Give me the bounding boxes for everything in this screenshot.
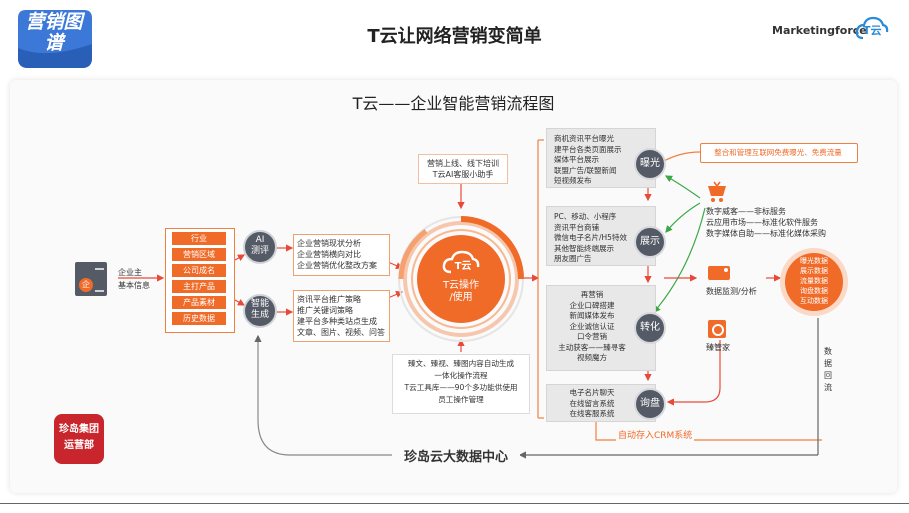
ai-gen-circle [243,294,277,328]
data-item: 曝光数据 [800,257,828,265]
data-item: 询盘数据 [800,287,828,295]
butler-label: 臻管家 [706,343,730,352]
integration-note-text: 整合和管理互联网免费曝光、免费流量 [714,148,842,157]
stage-box-conversion [546,285,656,371]
t-cloud-icon-text: T云 [454,261,472,272]
stage-circle-display: 展示 [634,226,666,258]
tag-industry: 行业 [172,232,226,245]
tag-main-product: 主打产品 [172,280,226,293]
training-note-text: 营销上线、线下培训 T云AI客服小助手 [427,159,499,179]
crm-label: 自动存入CRM系统 [616,428,695,441]
ai-gen-text: 资讯平台推广策略 推广关键词策略 建平台多种类站点生成 文章、图片、视频、问答 [297,295,385,337]
cart-services-text: 数字威客——非标服务 云应用市场——标准化软件服务 数字媒体自助——标准化媒体采… [706,207,826,238]
monitor-icon-dot [724,268,728,272]
monitor-label: 数据监测/分析 [706,287,757,296]
footer-divider [0,503,909,504]
stage-circle-exposure: 曝光 [634,148,666,180]
tag-product-material: 产品素材 [172,296,226,309]
data-item: 互动数据 [800,297,828,305]
stage-text-inquiry: 电子名片聊天 在线留言系统 在线客服系统 [569,388,615,418]
tyun-logo: T云 [863,24,882,37]
bigdata-label: 珍岛云大数据中心 [392,446,520,465]
ai-eval-circle [243,230,277,264]
integration-note-box [700,143,858,163]
tag-marketing-region: 营销区域 [172,248,226,261]
tyun-cloud-icon [855,16,889,40]
tag-history-data: 历史数据 [172,312,226,325]
enterprise-label: 企业主 基本信息 [118,268,150,290]
ai-eval-label: AI 测评 [250,235,269,256]
ai-gen-box [293,290,390,342]
stage-text-display: PC、移动、小程序 资讯平台商铺 微信电子名片/H5特效 其他智能终端展示 朋友… [554,212,627,263]
ai-eval-box [293,234,390,276]
seal-stamp [54,414,104,464]
data-circle [785,253,843,311]
enterprise-icon: 企 [79,278,93,292]
stage-circle-inquiry: 询盘 [634,388,666,420]
cart-icon [708,181,726,202]
t-cloud-ring-label: T云操作 /使用 [442,280,480,303]
header [0,0,909,70]
seal-text: 珍岛集团 运营部 [59,424,99,451]
data-item: 展示数据 [800,267,828,275]
stage-text-conversion: 再营销 企业口碑搭建 新闻媒体发布 企业诚信认证 口令营销 主动获客——臻寻客 … [558,290,626,362]
t-cloud-ring [398,216,524,342]
badge-shape [18,10,92,68]
ai-eval-text: 企业营销现状分析 企业营销横向对比 企业营销优化整改方案 [297,239,377,270]
stage-circle-conversion: 转化 [634,312,666,344]
t-cloud-icon [442,250,480,274]
marketingforce-logo: Marketingforce [772,24,867,37]
ai-gen-label: 智能 生成 [250,299,269,320]
tools-note-box [392,354,530,414]
stage-text-exposure: 商机资讯平台曝光 建平台各类页面展示 媒体平台展示 联盟广告/联盟新闻 短视频发… [554,134,622,185]
tools-note-text: 臻文、臻视、臻图内容自动生成 一体化操作流程 T云工具库——90个多功能供使用 … [404,359,518,404]
diagram-title: T云——企业智能营销流程图 [352,94,555,113]
gear-icon [712,324,724,336]
enterprise-lines [95,268,104,292]
data-return-label: 数 据 回 流 [824,347,832,392]
training-note-box [418,154,508,184]
page-title: T云让网络营销变简单 [367,26,542,47]
tag-company-name: 公司成名 [172,264,226,277]
data-item: 流量数据 [800,277,828,285]
badge-text: 营销图谱 [25,11,83,54]
